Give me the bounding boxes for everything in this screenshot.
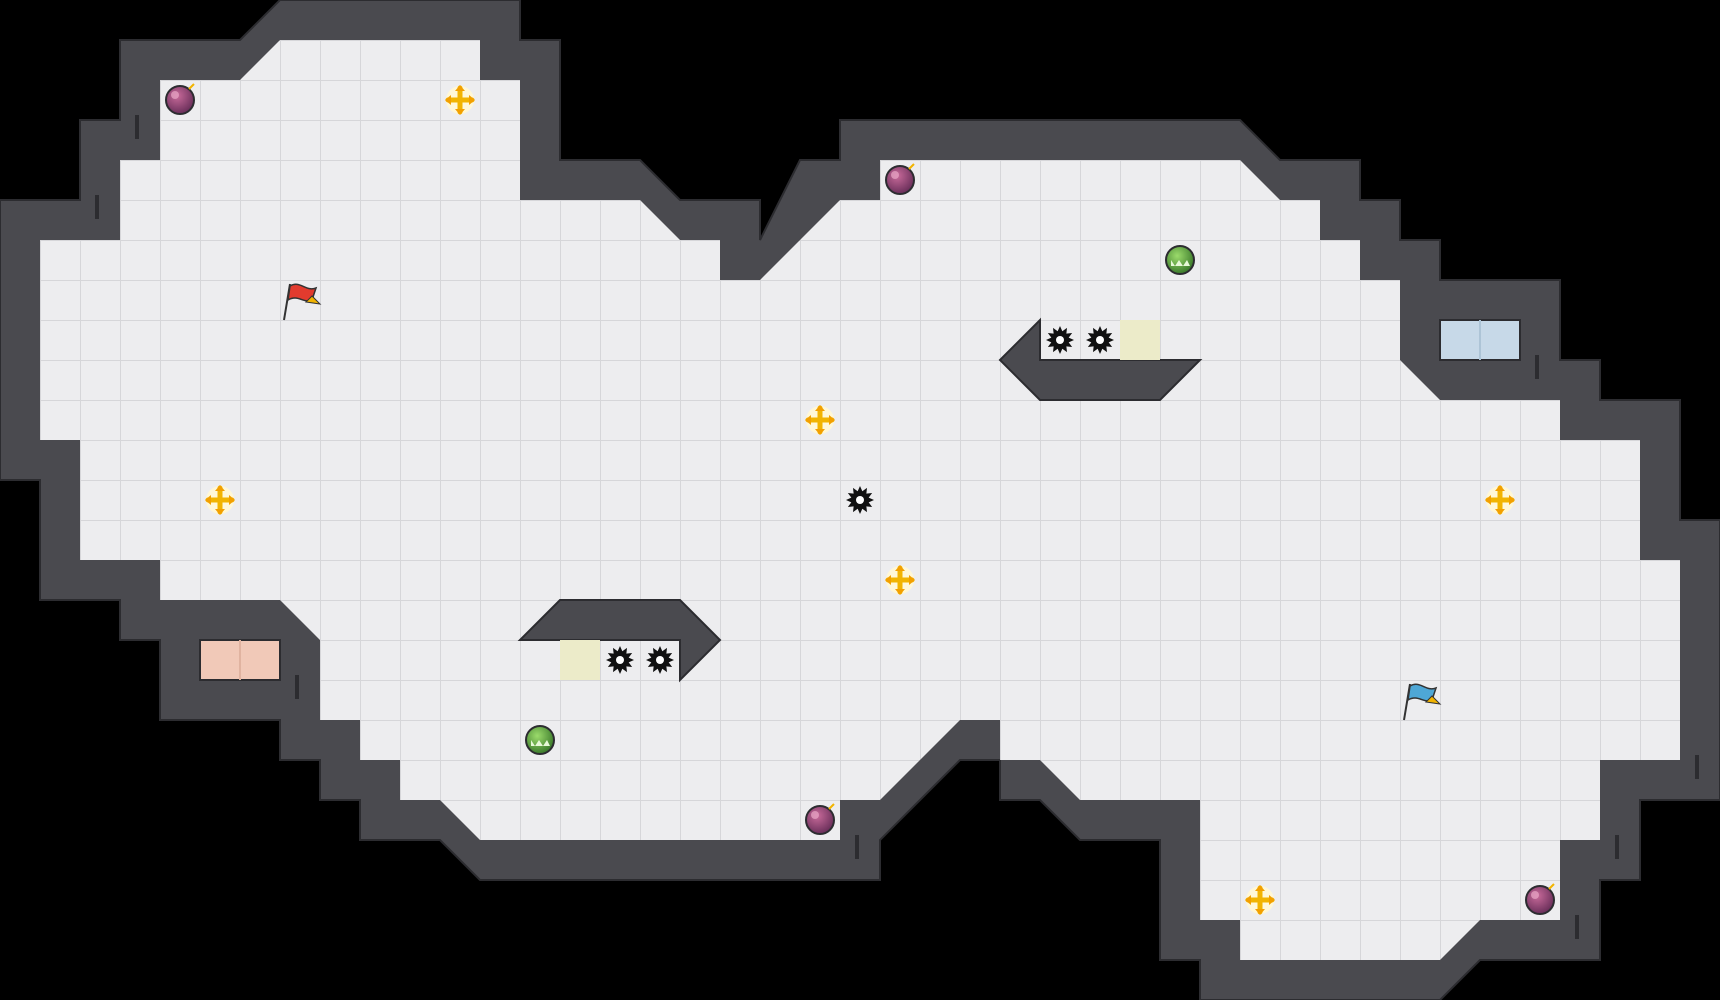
spike-icon [1086, 326, 1114, 354]
bomb-icon [885, 163, 915, 195]
blue-endzone [1439, 319, 1521, 361]
gate-tile [1120, 320, 1160, 360]
blue-flag-icon [1403, 683, 1442, 721]
red-flag-icon [283, 283, 322, 321]
powerup-icon [525, 725, 555, 755]
boost-icon [1245, 885, 1275, 915]
bomb-icon [165, 83, 195, 115]
boost-icon [805, 405, 835, 435]
boost-icon [205, 485, 235, 515]
powerup-icon [1165, 245, 1195, 275]
boost-icon [445, 85, 475, 115]
spike-icon [646, 646, 674, 674]
spike-icon [1046, 326, 1074, 354]
boost-icon [885, 565, 915, 595]
bomb-icon [1525, 883, 1555, 915]
bomb-icon [805, 803, 835, 835]
spike-icon [606, 646, 634, 674]
inner-wall-upper [998, 317, 1203, 401]
boost-icon [1485, 485, 1515, 515]
inner-wall-lower [517, 599, 722, 683]
red-endzone [199, 639, 281, 681]
wall-notches [95, 115, 1699, 939]
gate-tile [560, 640, 600, 680]
spike-icon [846, 486, 874, 514]
